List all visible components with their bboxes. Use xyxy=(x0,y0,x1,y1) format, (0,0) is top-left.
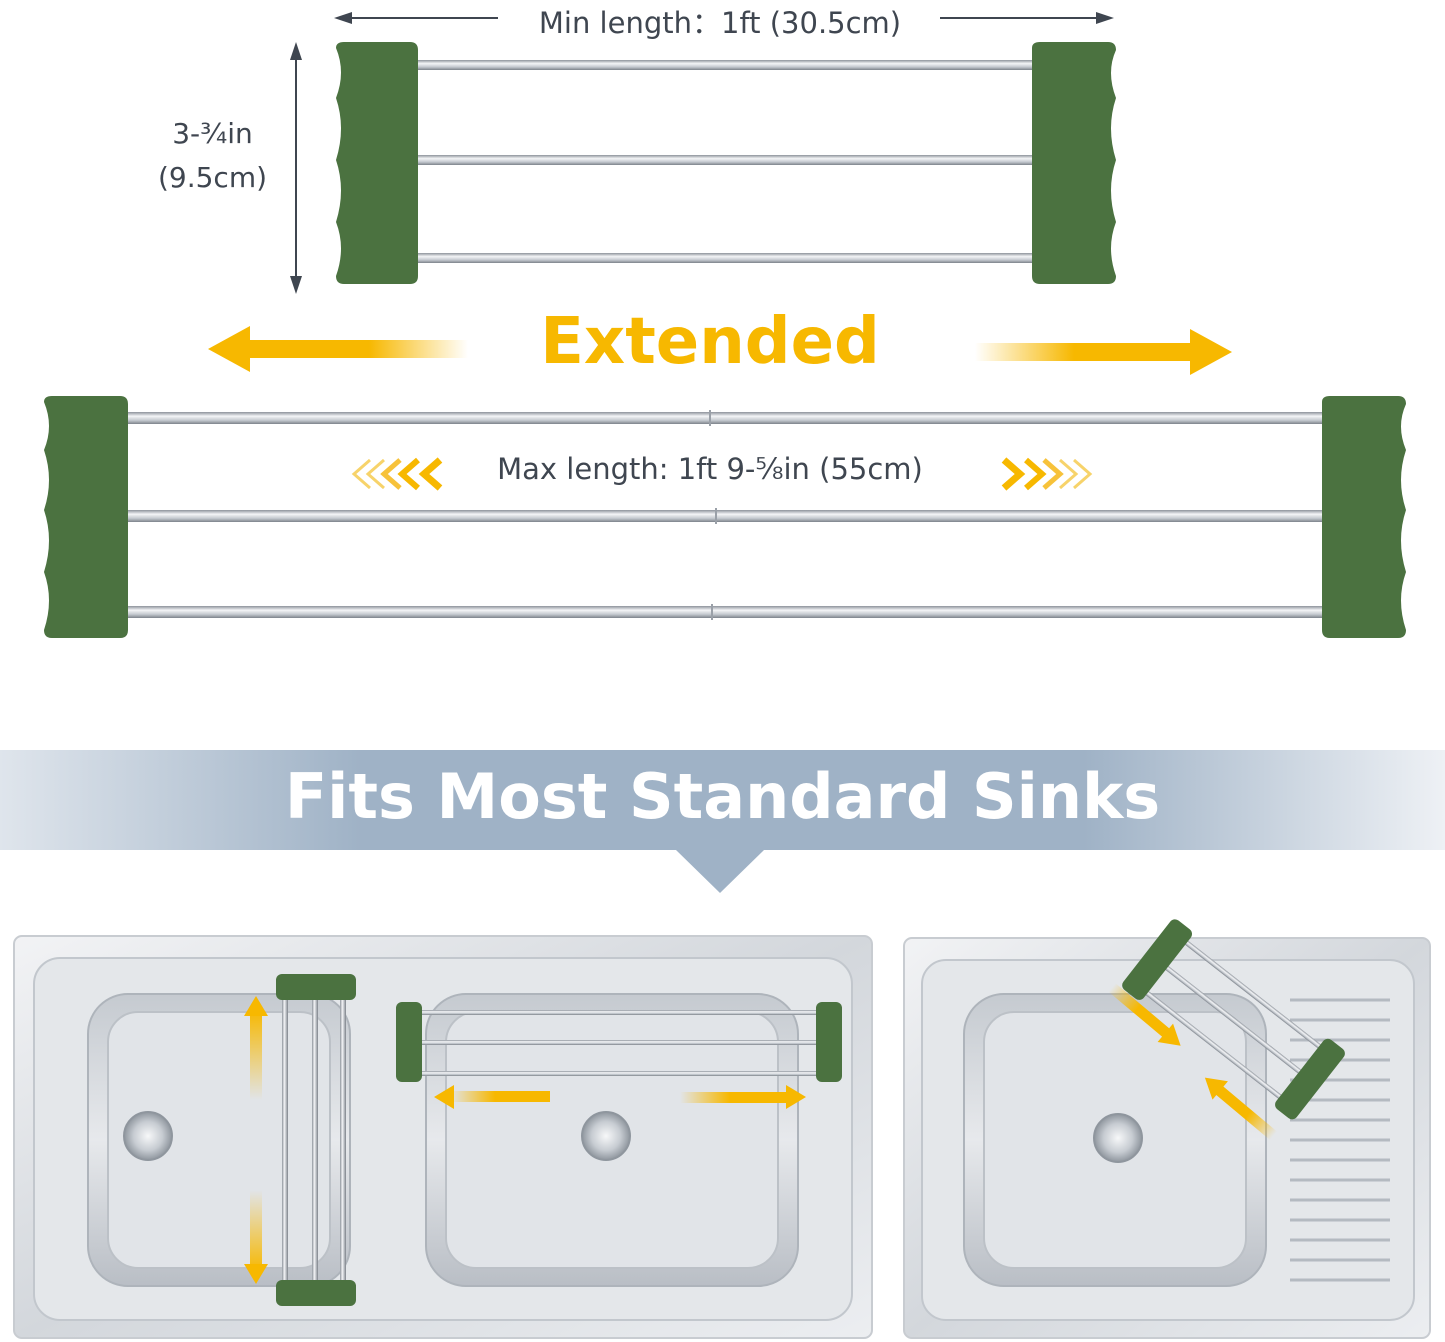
double-chevron-right-icon xyxy=(1001,457,1093,491)
extended-rack xyxy=(44,396,1406,638)
double-sink-illustration xyxy=(13,935,873,1339)
banner-title: Fits Most Standard Sinks xyxy=(284,760,1161,833)
height-label: 3-¾in (9.5cm) xyxy=(150,112,275,200)
double-chevron-left-icon xyxy=(351,457,443,491)
banner xyxy=(0,750,1445,893)
extended-label: Extended xyxy=(540,305,880,379)
compact-rack xyxy=(336,42,1116,284)
arrow-left-icon xyxy=(208,326,468,372)
height-label-cm: (9.5cm) xyxy=(157,161,268,194)
height-label-inches: 3-¾in xyxy=(172,117,253,150)
max-length-label: Max length: 1ft 9-⅝in (55cm) xyxy=(497,452,923,486)
single-sink-illustration xyxy=(903,919,1431,1339)
min-length-label: Min length：1ft (30.5cm) xyxy=(538,6,902,40)
arrow-right-icon xyxy=(975,329,1232,375)
min-length-dimension xyxy=(334,12,1114,24)
height-dimension xyxy=(290,42,302,294)
